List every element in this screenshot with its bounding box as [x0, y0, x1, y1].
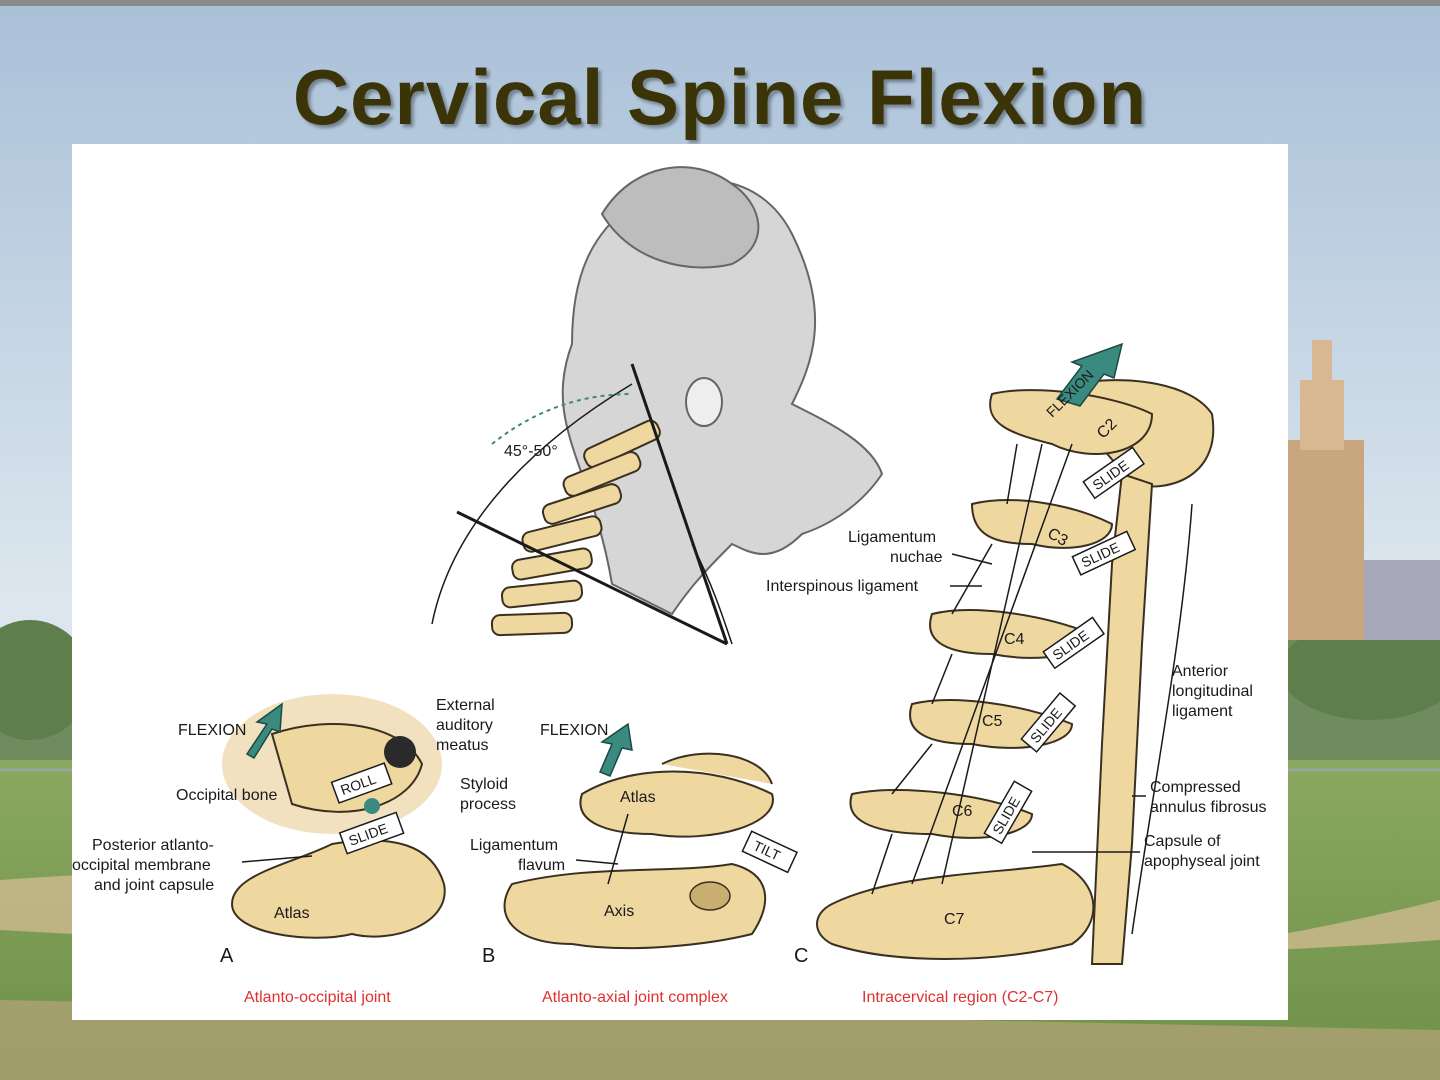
- panel-b: FLEXION Atlas Axis TILT Ligamentum flavu…: [470, 722, 799, 1006]
- hair-bun: [600, 166, 760, 269]
- ligamentum-flavum-line1: Ligamentum: [470, 837, 558, 854]
- anterior-longitudinal-line3: ligament: [1172, 703, 1233, 720]
- posterior-membrane-line2: occipital membrane: [72, 857, 211, 874]
- atlas-shape-b: [579, 770, 774, 838]
- atlas-shape: [230, 839, 446, 939]
- caption-c: Intracervical region (C2-C7): [862, 989, 1059, 1006]
- external-meatus-line3: meatus: [436, 737, 488, 754]
- posterior-membrane-line3: and joint capsule: [94, 877, 214, 894]
- axis-shape: [503, 862, 766, 950]
- panel-letter-a: A: [220, 945, 234, 967]
- axis-label: Axis: [604, 903, 634, 920]
- panel-letter-c: C: [794, 945, 808, 967]
- flexion-arrow-b: [599, 722, 633, 777]
- occipital-bone-shape: [270, 723, 424, 813]
- flexion-label-a: FLEXION: [178, 722, 246, 739]
- tower: [1288, 440, 1364, 640]
- compressed-annulus-line2: annulus fibrosus: [1150, 799, 1267, 816]
- styloid-line2: process: [460, 796, 516, 813]
- anterior-longitudinal-line2: longitudinal: [1172, 683, 1253, 700]
- flexion-line: [630, 363, 729, 645]
- atlas-label-b: Atlas: [620, 789, 656, 806]
- angle-label: 45°-50°: [504, 443, 558, 460]
- atlas-label-a: Atlas: [274, 905, 310, 922]
- meatus-dot: [384, 736, 416, 768]
- c3-shape: [970, 499, 1114, 549]
- vert-c6: C6: [952, 803, 973, 820]
- head-neck-illustration: 45°-50°: [431, 166, 884, 646]
- posterior-membrane-line1: Posterior atlanto-: [92, 837, 214, 854]
- styloid-line1: Styloid: [460, 776, 508, 793]
- anatomy-figure: 45°-50°: [72, 166, 1267, 1006]
- anterior-longitudinal-line: [1131, 503, 1193, 935]
- figure-panel: 45°-50°: [72, 144, 1288, 1020]
- vert-c7: C7: [944, 911, 965, 928]
- cervical-vertebrae-stack: [490, 419, 661, 637]
- vert-c5: C5: [982, 713, 1003, 730]
- anterior-longitudinal-line1: Anterior: [1172, 663, 1229, 680]
- reference-line: [456, 510, 728, 646]
- angle-arc: [491, 393, 633, 445]
- spinous-ligament-arrows: [871, 443, 1073, 895]
- panel-a: FLEXION ROLL SLIDE Occipital bone Extern…: [72, 694, 516, 1006]
- vert-c4: C4: [1004, 631, 1025, 648]
- capsule-line2: apophyseal joint: [1144, 853, 1260, 870]
- occipital-bone-label: Occipital bone: [176, 787, 277, 804]
- caption-a: Atlanto-occipital joint: [244, 989, 391, 1006]
- interspinous-label: Interspinous ligament: [766, 578, 919, 595]
- external-meatus-line2: auditory: [436, 717, 493, 734]
- capsule-line1: Capsule of: [1144, 833, 1221, 850]
- flexion-arrow-c: [1055, 342, 1124, 407]
- flexion-label-b: FLEXION: [540, 722, 608, 739]
- slide-title: Cervical Spine Flexion: [292, 53, 1148, 141]
- ligamentum-flavum-line2: flavum: [518, 857, 565, 874]
- c7-shape: [816, 862, 1095, 960]
- flexion-arrow-a: [245, 702, 283, 760]
- c6-shape: [849, 789, 1034, 839]
- ligamentum-nuchae-line2: nuchae: [890, 549, 943, 566]
- caption-b: Atlanto-axial joint complex: [542, 989, 728, 1006]
- external-meatus-line1: External: [436, 697, 495, 714]
- ear: [685, 377, 723, 427]
- compressed-annulus-line1: Compressed: [1150, 779, 1241, 796]
- ligamentum-nuchae-line1: Ligamentum: [848, 529, 936, 546]
- panel-letter-b: B: [482, 945, 495, 967]
- vertebral-bodies: [1090, 472, 1154, 965]
